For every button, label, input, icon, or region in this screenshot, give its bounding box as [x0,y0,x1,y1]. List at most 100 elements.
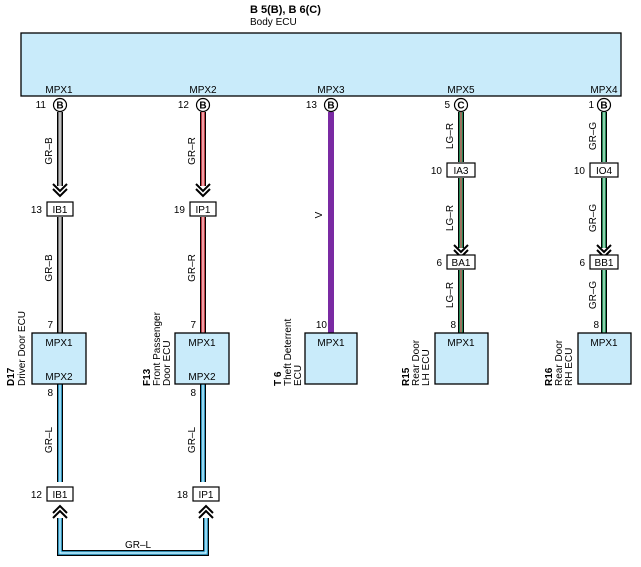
pin-number: 8 [450,320,456,331]
connector-label: IP1 [195,205,210,216]
ecu-name: ECU [293,365,304,386]
connector-ip1-bottom: 18 IP1 [177,486,220,502]
pin-number: 10 [316,320,328,331]
body-pin-2: 12 B [178,97,211,113]
ecu-name: Door ECU [162,340,173,386]
diagram-subtitle: Body ECU [250,17,297,28]
connector-circle [453,97,469,113]
connector-circle [52,97,68,113]
port-label-mpx1: MPX1 [45,85,73,96]
connector-circle [195,97,211,113]
ecu-t6: 10 MPX1 T 6 Theft Deterrent ECU [273,319,358,386]
ecu-port-label: MPX1 [447,338,475,349]
pin-number: 1 [588,100,594,111]
ecu-d17: 7 MPX1 MPX2 8 D17 Driver Door ECU [6,311,87,399]
connector-circle [323,97,339,113]
pin-number: 18 [177,490,189,501]
connector-ia3: 10 IA3 [431,162,476,178]
ecu-name: Driver Door ECU [17,311,28,386]
connector-label: IB1 [52,490,67,501]
connector-label: BA1 [452,258,471,269]
wire-label: GR–L [44,427,55,454]
pin-number: 5 [444,100,450,111]
ecu-code: R15 [401,367,412,386]
pin-number: 6 [579,258,585,269]
wire-label: GR–R [187,137,198,165]
wire-label: LG–R [445,282,456,308]
connector-ip1-top: 19 IP1 [174,201,217,217]
wire-bottom-loop [57,518,209,556]
connector-circle [596,97,612,113]
pin-number: 8 [190,388,196,399]
pin-number: 8 [593,320,599,331]
port-label-mpx3: MPX3 [317,85,345,96]
wire-label: GR–G [588,122,599,151]
ecu-name: Front Passenger [152,311,163,386]
body-pin-3: 13 B [306,97,339,113]
body-pin-5: 1 B [588,97,612,113]
wire-label: GR–L [125,540,152,551]
ecu-name: Rear Door [411,339,422,386]
ecu-code: D17 [6,367,17,386]
ecu-port-label: MPX1 [317,338,345,349]
port-label-mpx4: MPX4 [590,85,618,96]
ecu-r16: 8 MPX1 R16 Rear Door RH ECU [544,320,632,386]
connector-ba1: 6 BA1 [436,254,476,270]
pin-number: 10 [574,166,586,177]
ecu-port-label: MPX1 [188,338,216,349]
diagram-title: B 5(B), B 6(C) [250,4,321,16]
ecu-r15: 8 MPX1 R15 Rear Door LH ECU [401,320,489,386]
body-pin-1: 11 B [36,97,68,113]
connector-label: IB1 [52,205,67,216]
connector-label: IA3 [453,166,468,177]
connector-letter: C [457,101,464,112]
wire-label: GR–R [187,254,198,282]
wire-label: LG–R [445,123,456,149]
pin-number: 7 [47,320,53,331]
connector-bb1: 6 BB1 [579,254,619,270]
wire-label: GR–B [44,137,55,165]
pin-number: 7 [190,320,196,331]
chevron-up-icon [52,504,68,519]
chevron-down-icon [195,183,211,198]
port-label-mpx2: MPX2 [189,85,217,96]
connector-letter: B [327,101,334,112]
pin-number: 12 [31,490,43,501]
connector-label: BB1 [595,258,614,269]
pin-number: 13 [306,100,318,111]
pin-number: 8 [47,388,53,399]
body-ecu-box [20,32,622,97]
pin-number: 11 [36,100,47,111]
chevron-down-icon [52,183,68,198]
ecu-name: RH ECU [564,348,575,386]
wire-label: GR–L [187,427,198,454]
wire-label: GR–G [588,204,599,233]
ecu-port-label: MPX2 [45,372,73,383]
ecu-name: Rear Door [554,339,565,386]
wire-label: V [314,211,325,218]
port-label-mpx5: MPX5 [447,85,475,96]
connector-ib1-bottom: 12 IB1 [31,486,74,502]
ecu-port-label: MPX1 [590,338,618,349]
ecu-code: F13 [142,368,153,386]
wire-label: GR–B [44,254,55,282]
wire-label: LG–R [445,205,456,231]
ecu-name: Theft Deterrent [283,319,294,386]
connector-ib1-top: 13 IB1 [31,201,74,217]
body-pin-4: 5 C [444,97,469,113]
ecu-name: LH ECU [421,349,432,386]
pin-number: 10 [431,166,443,177]
ecu-code: T 6 [273,371,284,386]
ecu-code: R16 [544,367,555,386]
ecu-f13: 7 MPX1 MPX2 8 F13 Front Passenger Door E… [142,311,230,399]
connector-label: IP1 [198,490,213,501]
connector-io4: 10 IO4 [574,162,619,178]
connector-letter: B [56,101,63,112]
ecu-port-label: MPX2 [188,372,216,383]
wire-label: GR–G [588,281,599,310]
pin-number: 6 [436,258,442,269]
pin-number: 13 [31,205,43,216]
chevron-up-icon [198,504,214,519]
